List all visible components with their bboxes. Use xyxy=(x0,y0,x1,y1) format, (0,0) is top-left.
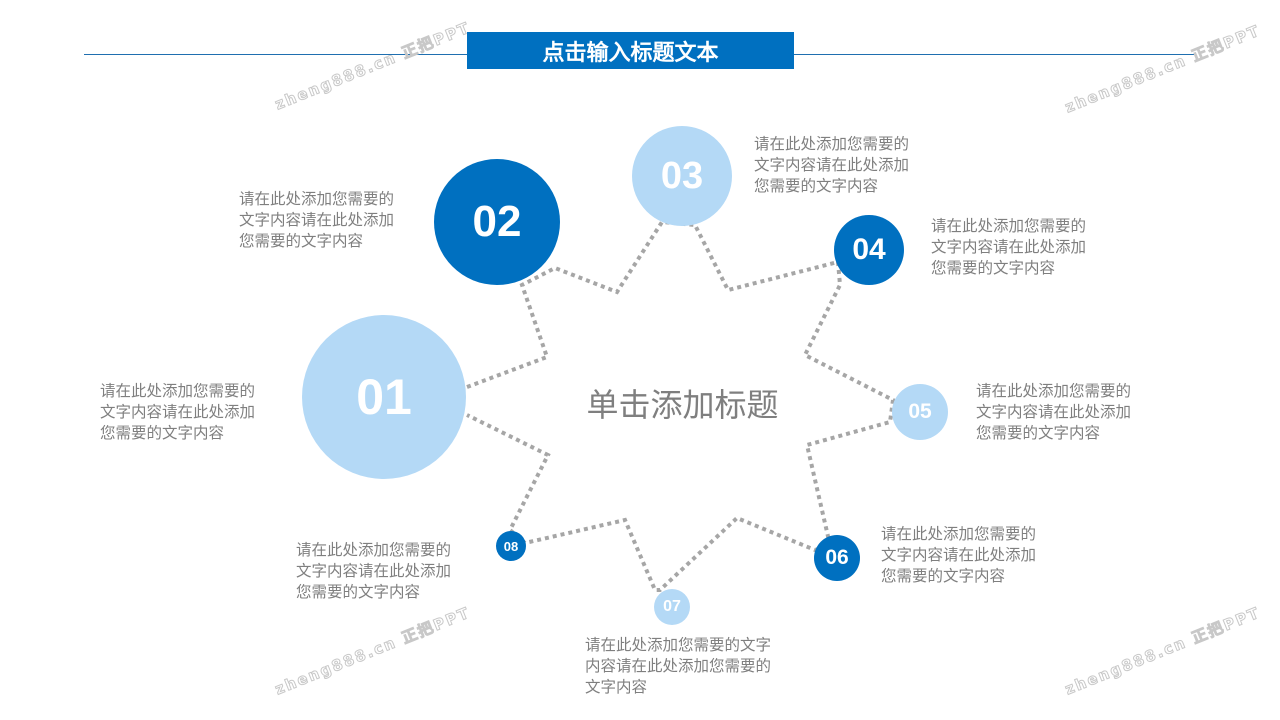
node-text-02[interactable]: 请在此处添加您需要的文字内容请在此处添加您需要的文字内容 xyxy=(239,189,394,252)
text-line: 文字内容 xyxy=(585,678,648,696)
slide-title[interactable]: 点击输入标题文本 xyxy=(467,32,794,69)
text-line: 文字内容请在此处添加 xyxy=(931,238,1087,256)
text-line: 请在此处添加您需要的文字 xyxy=(585,636,772,654)
node-circle-01: 01 xyxy=(302,315,466,479)
text-line: 请在此处添加您需要的 xyxy=(754,135,910,153)
node-text-06[interactable]: 请在此处添加您需要的文字内容请在此处添加您需要的文字内容 xyxy=(881,524,1036,587)
text-line: 您需要的文字内容 xyxy=(931,259,1056,277)
text-line: 您需要的文字内容 xyxy=(881,567,1006,585)
node-text-05[interactable]: 请在此处添加您需要的文字内容请在此处添加您需要的文字内容 xyxy=(976,381,1131,444)
node-text-01[interactable]: 请在此处添加您需要的文字内容请在此处添加您需要的文字内容 xyxy=(100,381,255,444)
text-line: 请在此处添加您需要的 xyxy=(881,525,1037,543)
node-text-08[interactable]: 请在此处添加您需要的文字内容请在此处添加您需要的文字内容 xyxy=(296,540,451,603)
node-text-03[interactable]: 请在此处添加您需要的文字内容请在此处添加您需要的文字内容 xyxy=(754,134,909,197)
node-circle-04: 04 xyxy=(834,215,904,285)
text-line: 请在此处添加您需要的 xyxy=(239,190,395,208)
node-circle-06: 06 xyxy=(814,535,860,581)
node-circle-08: 08 xyxy=(496,531,526,561)
text-line: 内容请在此处添加您需要的 xyxy=(585,657,772,675)
text-line: 您需要的文字内容 xyxy=(239,232,364,250)
text-line: 您需要的文字内容 xyxy=(754,177,879,195)
node-circle-07: 07 xyxy=(654,589,690,625)
text-line: 请在此处添加您需要的 xyxy=(296,541,452,559)
text-line: 您需要的文字内容 xyxy=(100,424,225,442)
node-text-07[interactable]: 请在此处添加您需要的文字内容请在此处添加您需要的文字内容 xyxy=(585,635,771,698)
text-line: 文字内容请在此处添加 xyxy=(100,403,256,421)
text-line: 请在此处添加您需要的 xyxy=(931,217,1087,235)
center-title[interactable]: 单击添加标题 xyxy=(586,386,779,424)
node-circle-02: 02 xyxy=(434,159,560,285)
text-line: 请在此处添加您需要的 xyxy=(976,382,1132,400)
text-line: 您需要的文字内容 xyxy=(296,583,421,601)
text-line: 文字内容请在此处添加 xyxy=(239,211,395,229)
text-line: 文字内容请在此处添加 xyxy=(296,562,452,580)
node-text-04[interactable]: 请在此处添加您需要的文字内容请在此处添加您需要的文字内容 xyxy=(931,216,1086,279)
node-circle-05: 05 xyxy=(892,384,948,440)
text-line: 您需要的文字内容 xyxy=(976,424,1101,442)
text-line: 文字内容请在此处添加 xyxy=(881,546,1037,564)
text-line: 请在此处添加您需要的 xyxy=(100,382,256,400)
connector-path xyxy=(466,219,896,592)
node-circle-03: 03 xyxy=(632,126,732,226)
text-line: 文字内容请在此处添加 xyxy=(754,156,910,174)
text-line: 文字内容请在此处添加 xyxy=(976,403,1132,421)
